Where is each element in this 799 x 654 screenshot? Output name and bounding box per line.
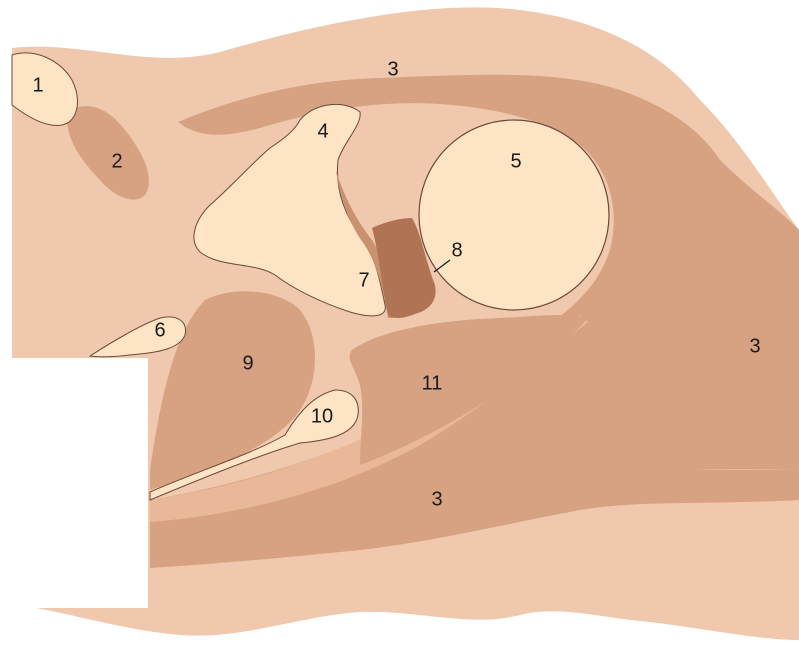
label-10: 10	[311, 405, 333, 427]
label-2: 2	[111, 150, 122, 172]
label-3-bottom: 3	[431, 488, 442, 510]
label-11: 11	[422, 372, 443, 394]
label-8: 8	[451, 239, 462, 261]
label-3-top: 3	[387, 58, 398, 80]
label-9: 9	[242, 352, 253, 374]
white-mask-block	[0, 358, 148, 608]
label-3-right: 3	[749, 335, 760, 357]
label-7: 7	[358, 269, 369, 291]
label-1: 1	[32, 74, 43, 96]
bone-5-head	[419, 120, 609, 310]
label-5: 5	[510, 150, 521, 172]
label-6: 6	[154, 319, 165, 341]
label-4: 4	[317, 120, 328, 142]
